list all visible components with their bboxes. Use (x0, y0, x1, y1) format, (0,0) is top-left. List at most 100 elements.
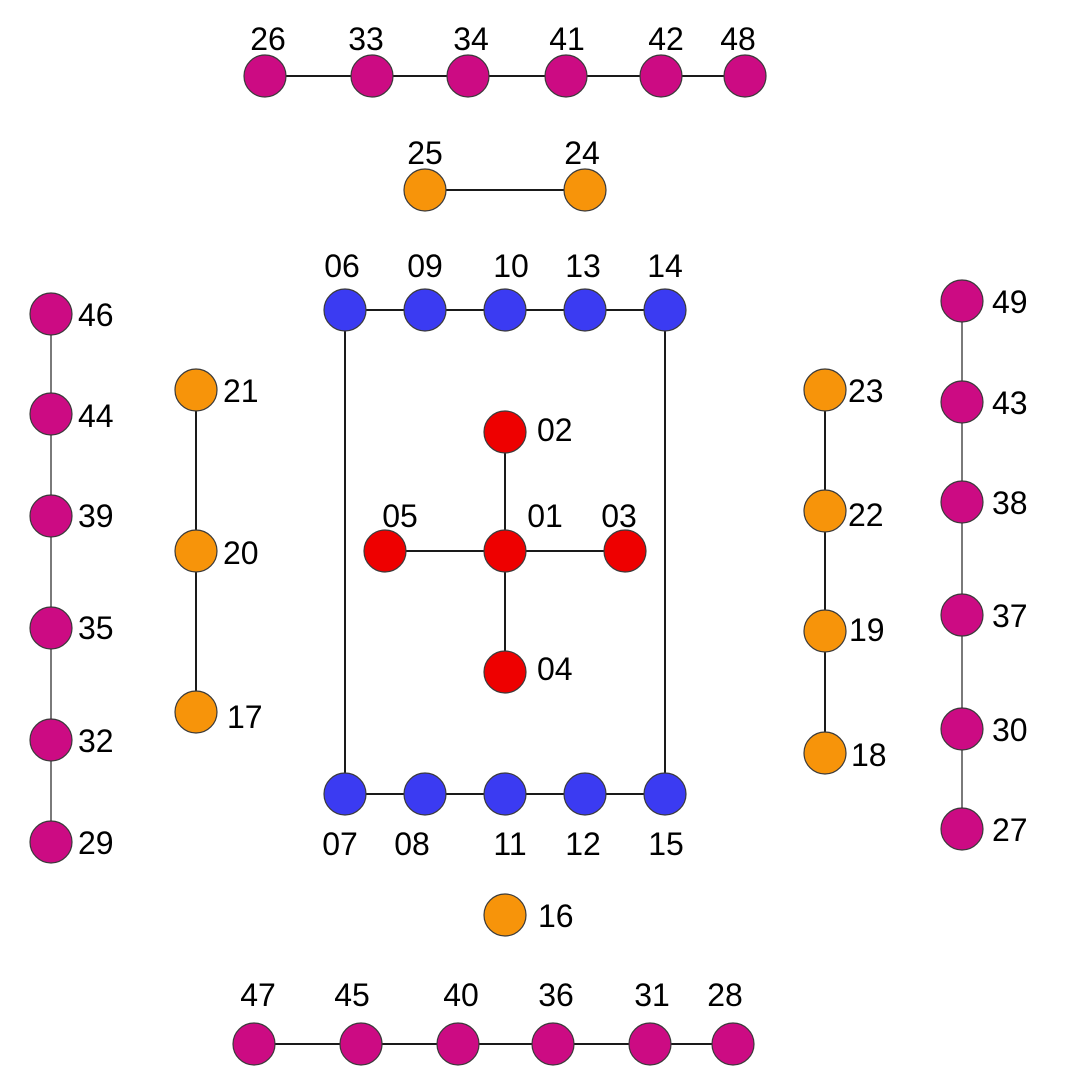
node-45 (339, 1022, 383, 1066)
node-label-48: 48 (720, 21, 756, 57)
node-label-08: 08 (394, 826, 430, 862)
node-06 (323, 288, 367, 332)
node-label-34: 34 (453, 21, 489, 57)
node-label-13: 13 (565, 248, 601, 284)
node-32 (29, 718, 73, 762)
node-19 (803, 609, 847, 653)
node-label-22: 22 (848, 497, 884, 533)
node-39 (29, 494, 73, 538)
node-02 (483, 410, 527, 454)
node-label-39: 39 (78, 498, 114, 534)
node-label-29: 29 (78, 825, 114, 861)
node-04 (483, 650, 527, 694)
node-31 (628, 1022, 672, 1066)
node-18 (803, 731, 847, 775)
node-label-26: 26 (250, 21, 286, 57)
node-33 (350, 54, 394, 98)
node-label-06: 06 (324, 248, 360, 284)
node-label-04: 04 (537, 651, 573, 687)
node-41 (544, 54, 588, 98)
node-03 (603, 529, 647, 573)
node-21 (174, 368, 218, 412)
node-24 (563, 168, 607, 212)
node-label-05: 05 (382, 498, 418, 534)
node-label-28: 28 (707, 977, 743, 1013)
node-label-46: 46 (78, 297, 114, 333)
node-35 (29, 606, 73, 650)
node-12 (563, 772, 607, 816)
node-label-32: 32 (78, 723, 114, 759)
node-label-10: 10 (493, 248, 529, 284)
node-label-02: 02 (537, 412, 573, 448)
node-09 (403, 288, 447, 332)
node-label-41: 41 (549, 21, 585, 57)
node-label-03: 03 (601, 498, 637, 534)
node-38 (940, 480, 984, 524)
node-label-01: 01 (527, 498, 563, 534)
node-label-16: 16 (538, 898, 574, 934)
node-11 (483, 772, 527, 816)
node-label-30: 30 (992, 712, 1028, 748)
node-label-09: 09 (407, 248, 443, 284)
node-label-47: 47 (240, 977, 276, 1013)
node-label-42: 42 (648, 21, 684, 57)
node-22 (803, 489, 847, 533)
node-label-12: 12 (565, 826, 601, 862)
node-49 (940, 279, 984, 323)
node-label-23: 23 (848, 373, 884, 409)
node-10 (483, 288, 527, 332)
node-05 (363, 529, 407, 573)
node-28 (711, 1022, 755, 1066)
node-27 (940, 807, 984, 851)
node-label-19: 19 (849, 612, 885, 648)
node-label-20: 20 (223, 535, 259, 571)
node-label-45: 45 (334, 977, 370, 1013)
node-label-31: 31 (634, 977, 670, 1013)
node-34 (446, 54, 490, 98)
node-label-07: 07 (322, 826, 358, 862)
node-label-25: 25 (407, 135, 443, 171)
node-13 (563, 288, 607, 332)
node-16 (483, 893, 527, 937)
node-07 (323, 772, 367, 816)
node-36 (531, 1022, 575, 1066)
node-label-21: 21 (223, 373, 259, 409)
node-08 (403, 772, 447, 816)
node-label-11: 11 (493, 826, 526, 862)
node-30 (940, 707, 984, 751)
node-26 (243, 54, 287, 98)
node-label-14: 14 (647, 248, 683, 284)
node-44 (29, 392, 73, 436)
node-label-33: 33 (348, 21, 384, 57)
node-25 (403, 168, 447, 212)
node-label-38: 38 (992, 485, 1028, 521)
node-40 (436, 1022, 480, 1066)
node-46 (29, 292, 73, 336)
node-label-44: 44 (78, 398, 114, 434)
node-label-40: 40 (443, 977, 479, 1013)
node-label-37: 37 (992, 598, 1028, 634)
node-17 (174, 690, 218, 734)
node-48 (723, 54, 767, 98)
node-label-27: 27 (992, 812, 1028, 848)
node-29 (29, 820, 73, 864)
node-47 (232, 1022, 276, 1066)
node-label-17: 17 (227, 699, 263, 735)
node-label-15: 15 (648, 826, 684, 862)
node-label-24: 24 (564, 135, 600, 171)
node-label-36: 36 (538, 977, 574, 1013)
node-23 (803, 368, 847, 412)
node-label-35: 35 (78, 610, 114, 646)
node-label-49: 49 (992, 284, 1028, 320)
node-43 (940, 380, 984, 424)
node-37 (940, 593, 984, 637)
label-layer: 01 02 03 04 05 06 07 08 09 10 11 12 13 14 15 16 17 18 19 20… (78, 21, 1028, 1013)
node-label-18: 18 (851, 737, 887, 773)
node-01 (483, 529, 527, 573)
node-20 (174, 529, 218, 573)
node-15 (643, 772, 687, 816)
node-label-43: 43 (992, 385, 1028, 421)
node-layer (29, 54, 984, 1066)
node-42 (639, 54, 683, 98)
